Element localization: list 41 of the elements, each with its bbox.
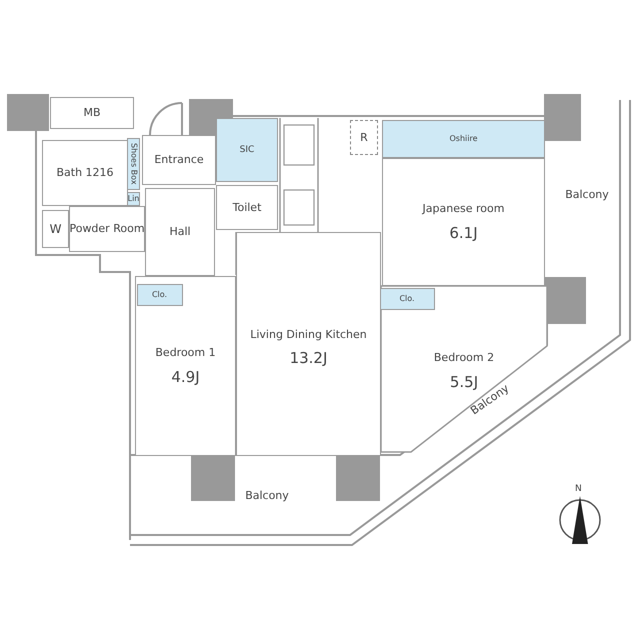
room-label: R [360, 130, 368, 144]
room-outline [50, 97, 134, 129]
room-label: Balcony [565, 188, 609, 202]
room-outline [42, 140, 128, 206]
room-label: MB [83, 106, 101, 120]
room-label: Hall [169, 225, 191, 239]
room-outline [382, 158, 545, 286]
room-label: Powder Room [69, 222, 145, 236]
room-outline [42, 210, 69, 248]
room-outline [69, 206, 145, 252]
room-outline [350, 120, 378, 155]
area-label: 6.1J [449, 224, 478, 242]
room-label: Lin [128, 194, 140, 204]
room-outline [127, 138, 140, 190]
room-outline [216, 185, 278, 230]
room-label: Shoes Box [128, 143, 138, 185]
room-label: Clo. [152, 290, 168, 300]
room-outline [135, 276, 236, 456]
room-label: Entrance [154, 153, 204, 167]
room-outline [382, 120, 545, 158]
room-outline [145, 188, 215, 276]
room-label: Bath 1216 [56, 166, 114, 180]
area-label: 13.2J [290, 349, 328, 368]
area-label: 4.9J [171, 368, 200, 386]
room-label: Oshiire [449, 134, 478, 144]
room-label: Toilet [232, 200, 262, 214]
room-label: SIC [240, 144, 254, 156]
room-label: W [50, 222, 62, 236]
room-outline [142, 135, 216, 185]
room-label: Balcony [245, 489, 289, 503]
room-outline [381, 286, 547, 456]
room-label: Living Dining Kitchen [250, 328, 367, 342]
room-outline [136, 284, 182, 306]
room-label: Bedroom 1 [155, 346, 216, 360]
room-outline [216, 118, 278, 182]
room-label: Bedroom 2 [434, 351, 494, 365]
room-label: Clo. [399, 294, 415, 304]
room-outline [380, 288, 434, 310]
room-label: Japanese room [422, 202, 504, 216]
compass-label: N [575, 484, 582, 495]
room-outline [236, 232, 381, 456]
